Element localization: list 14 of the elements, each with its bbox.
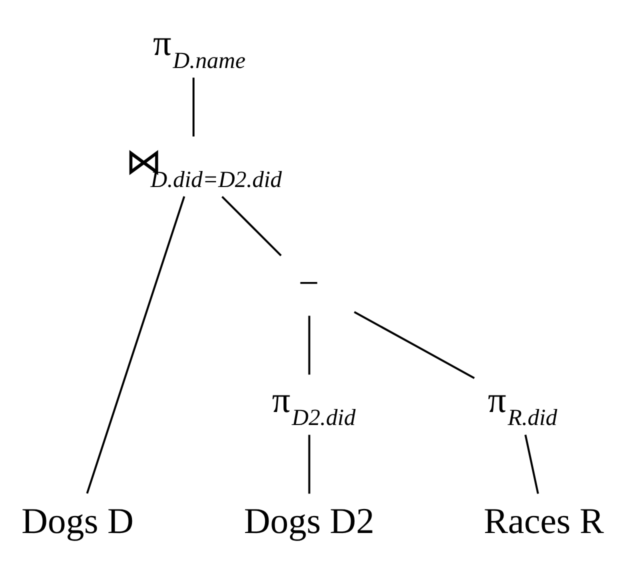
connector [221, 196, 282, 256]
connector [308, 316, 310, 375]
connector [192, 78, 195, 136]
node-text: − [298, 262, 320, 303]
connector [354, 311, 475, 379]
node-text: Dogs D2 [244, 500, 374, 541]
node-text: π$_{D.name}$ [153, 22, 246, 74]
node-text: π$_{D2.did}$ [272, 380, 356, 432]
node-text: π$_{R.did}$ [488, 380, 558, 432]
connector [308, 434, 310, 494]
connector [86, 196, 186, 494]
node-text: Races R [484, 500, 604, 541]
connector [524, 434, 539, 494]
node-text: Dogs D [22, 500, 134, 541]
